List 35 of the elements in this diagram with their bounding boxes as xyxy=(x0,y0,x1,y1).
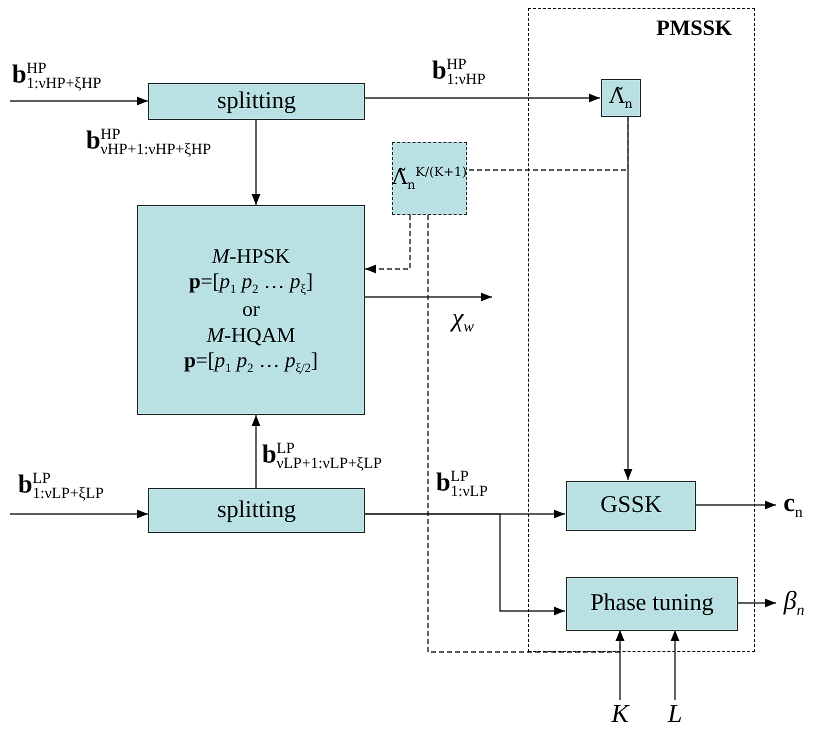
arrow xyxy=(10,510,148,518)
process-box xyxy=(392,142,467,215)
box-label: splitting xyxy=(217,88,296,116)
box-label: p=[p$_{1}$ p$_{2}$ … p$_{ξ}$] xyxy=(189,269,313,298)
box-label: Phase tuning xyxy=(590,590,714,618)
signal-label: L xyxy=(668,699,682,729)
group-frame xyxy=(528,8,755,652)
box-label: or xyxy=(242,297,260,323)
process-box xyxy=(148,83,365,120)
process-box xyxy=(137,205,365,415)
arrow xyxy=(10,96,148,106)
arrow xyxy=(252,415,260,488)
arrow xyxy=(616,630,624,700)
process-box xyxy=(601,79,641,117)
process-box xyxy=(566,577,738,631)
box-label: M-HQAM xyxy=(206,322,296,348)
box-label: M-HPSK xyxy=(212,244,290,270)
signal-label: β$_{n}$ xyxy=(784,586,804,620)
arrow xyxy=(252,120,260,205)
arrow xyxy=(365,94,600,102)
arrow xyxy=(695,500,776,510)
process-box xyxy=(566,481,696,531)
box-label: splitting xyxy=(217,496,296,524)
arrow xyxy=(365,292,492,302)
box-label: GSSK xyxy=(600,492,662,520)
arrow xyxy=(365,215,411,274)
arrow xyxy=(737,598,776,608)
arrow xyxy=(365,513,565,616)
box-label: p=[p$_{1}$ p$_{2}$ … p$_{ξ/2}$] xyxy=(184,348,318,376)
process-box xyxy=(148,488,365,533)
box-label: Λ̃$_{n}$ xyxy=(609,84,633,112)
signal-label: c$_{n}$ xyxy=(783,488,803,522)
group-heading: PMSSK xyxy=(656,15,732,40)
arrow xyxy=(670,630,680,700)
signal-label: K xyxy=(611,699,629,729)
